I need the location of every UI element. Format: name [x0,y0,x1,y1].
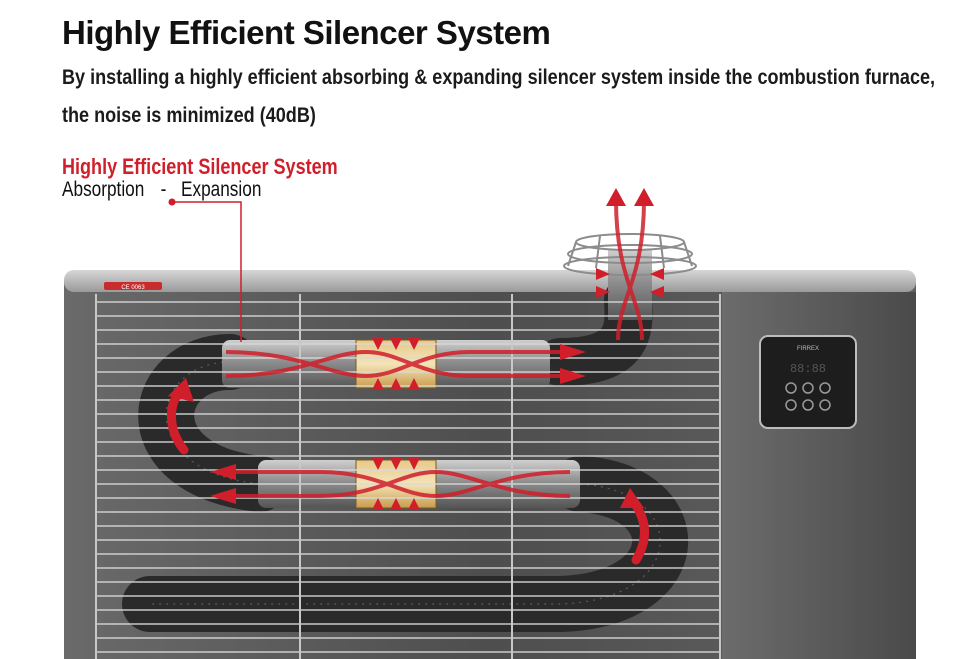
control-button-icon [785,399,797,411]
front-grille [96,301,720,653]
warning-label [104,282,162,290]
callout-caption: Absorption - Expansion [62,178,261,202]
exhaust-guard [563,233,697,276]
control-buttons [785,382,831,411]
control-button-icon [802,382,814,394]
warning-label-text: CE 0063 [121,285,145,291]
absorber-arrow-icon [372,268,664,510]
callout-separator: - [160,178,167,201]
callout-absorption: Absorption [62,178,145,201]
control-button-icon [802,399,814,411]
callout-expansion: Expansion [180,178,262,201]
control-panel-display: 88:88 [790,362,826,376]
control-button-icon [785,382,797,394]
control-panel-brand: FIRREX [797,346,819,352]
exhaust-arrow-icon [606,188,654,206]
control-button-icon [819,399,831,411]
description-line-2: the noise is minimized (40dB) [62,104,316,127]
description-line-1: By installing a highly efficient absorbi… [62,66,936,89]
page-title: Highly Efficient Silencer System [62,14,551,51]
callout-dot [168,198,176,206]
airflow-arrow-icon [210,344,586,504]
heater-top-rail [64,270,916,292]
airflow-paths [225,199,646,499]
callout-title: Highly Efficient Silencer System [62,154,338,179]
control-panel [759,335,857,429]
callout-leader [172,201,242,342]
duct-flow-arrow-heads [168,378,644,508]
control-button-icon [819,382,831,394]
